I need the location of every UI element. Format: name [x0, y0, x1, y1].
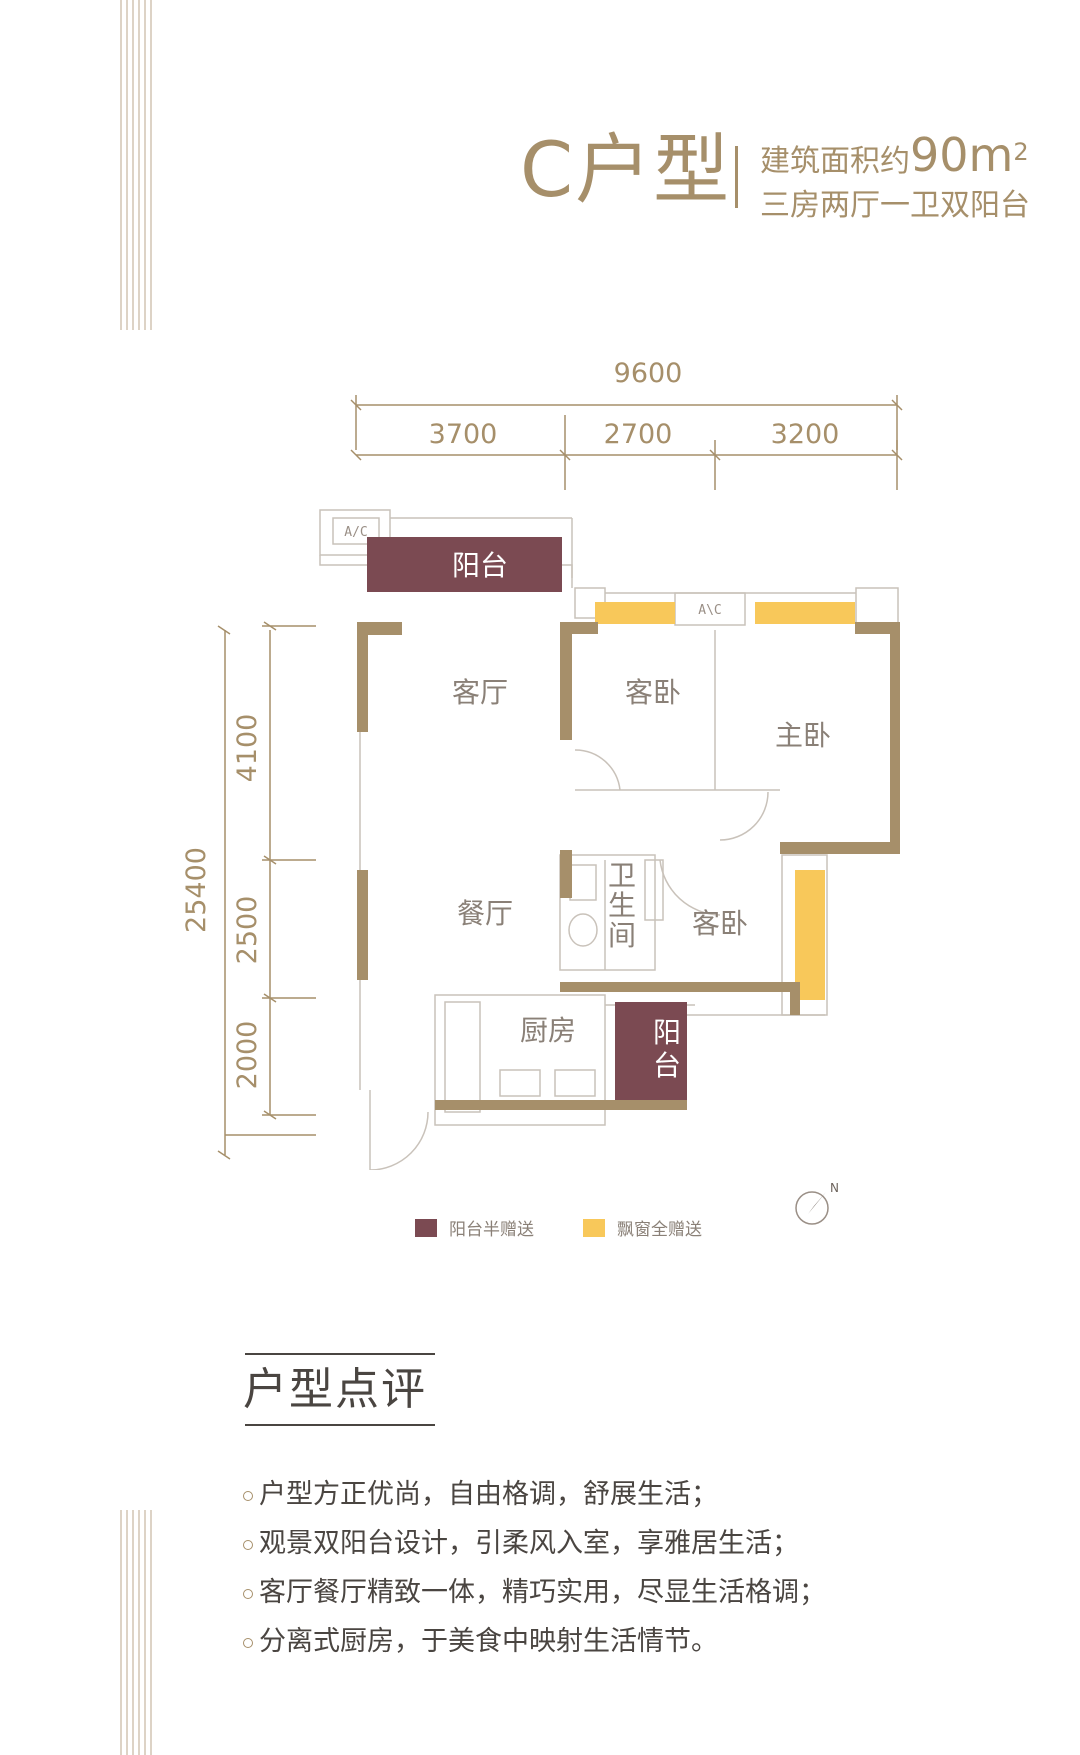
dim-depth-segment-3: 2000 — [232, 1021, 263, 1090]
area-value: 90m — [910, 128, 1014, 182]
area-label: 建筑面积约 — [760, 144, 910, 179]
dim-width-segment-2: 2700 — [604, 419, 673, 450]
bay-window-master-bed — [755, 602, 855, 624]
balcony-top — [367, 537, 562, 592]
ac-label-2: A\C — [698, 603, 721, 618]
compass-label: N — [830, 1181, 839, 1195]
bullet-icon — [243, 1490, 253, 1501]
legend-item-balcony: 阳台半赠送 — [415, 1215, 534, 1240]
legend-label-balcony: 阳台半赠送 — [449, 1220, 534, 1240]
review-title-rule-bottom — [245, 1424, 435, 1426]
bullet-icon — [243, 1539, 253, 1550]
room-label-guest-bed-1: 客卧 — [625, 676, 681, 709]
review-point: 户型方正优尚，自由格调，舒展生活； — [243, 1470, 826, 1519]
floor-plan: 9600 3700 2700 3200 25400 4100 2500 2000 — [181, 358, 903, 1170]
balcony-small — [615, 1002, 687, 1110]
dim-depth-segment-1: 4100 — [232, 714, 263, 783]
review-title-rule-top — [245, 1353, 435, 1355]
room-label-bathroom-2: 生 — [608, 889, 636, 922]
room-label-bathroom-3: 间 — [608, 919, 636, 952]
header: C户型 建筑面积约90m2 三房两厅一卫双阳台 — [0, 0, 1080, 260]
room-label-guest-bed-2: 客卧 — [692, 907, 748, 940]
review-title: 户型点评 — [243, 1364, 427, 1415]
room-label-living-room: 客厅 — [452, 676, 508, 709]
area-line: 建筑面积约90m2 — [760, 128, 1029, 182]
bay-window-guest-bed — [595, 602, 675, 624]
room-label-dining-room: 餐厅 — [457, 897, 513, 930]
review-points: 户型方正优尚，自由格调，舒展生活； 观景双阳台设计，引柔风入室，享雅居生活； 客… — [243, 1470, 826, 1666]
room-label-balcony-small-1: 阳 — [653, 1016, 681, 1049]
decorative-stripes-top — [120, 0, 156, 330]
bay-window-guest-bed-2 — [795, 870, 825, 1000]
legend-swatch-balcony — [415, 1218, 437, 1237]
layout-description: 三房两厅一卫双阳台 — [760, 188, 1030, 223]
review-point: 客厅餐厅精致一体，精巧实用，尽显生活格调； — [243, 1568, 826, 1617]
compass-icon: N — [795, 1181, 839, 1225]
title-divider — [735, 146, 738, 208]
legend-label-bay-window: 飘窗全赠送 — [617, 1220, 702, 1240]
bullet-icon — [243, 1588, 253, 1599]
legend-item-bay-window: 飘窗全赠送 — [583, 1215, 702, 1240]
room-label-master-bed: 主卧 — [775, 719, 831, 752]
bullet-icon — [243, 1637, 253, 1648]
ac-label-1: A/C — [344, 525, 367, 540]
dim-overall-depth: 25400 — [181, 847, 212, 933]
dim-width-segment-3: 3200 — [771, 419, 840, 450]
dim-depth-segment-2: 2500 — [232, 896, 263, 965]
dimension-lines-left — [217, 621, 316, 1160]
plan-name: C户型 — [520, 125, 732, 214]
decorative-stripes-bottom — [120, 1510, 156, 1755]
dim-width-segment-1: 3700 — [429, 419, 498, 450]
room-label-balcony-top: 阳台 — [452, 549, 508, 582]
walls — [357, 622, 900, 1110]
review-point: 分离式厨房，于美食中映射生活情节。 — [243, 1617, 826, 1666]
legend-swatch-bay-window — [583, 1218, 605, 1237]
room-label-kitchen: 厨房 — [520, 1014, 576, 1047]
room-label-bathroom-1: 卫 — [608, 859, 636, 892]
dim-overall-width: 9600 — [614, 358, 683, 389]
review-point: 观景双阳台设计，引柔风入室，享雅居生活； — [243, 1519, 826, 1568]
area-unit-superscript: 2 — [1013, 138, 1029, 166]
dimension-lines-top — [350, 395, 903, 490]
room-label-balcony-small-2: 台 — [653, 1049, 681, 1082]
